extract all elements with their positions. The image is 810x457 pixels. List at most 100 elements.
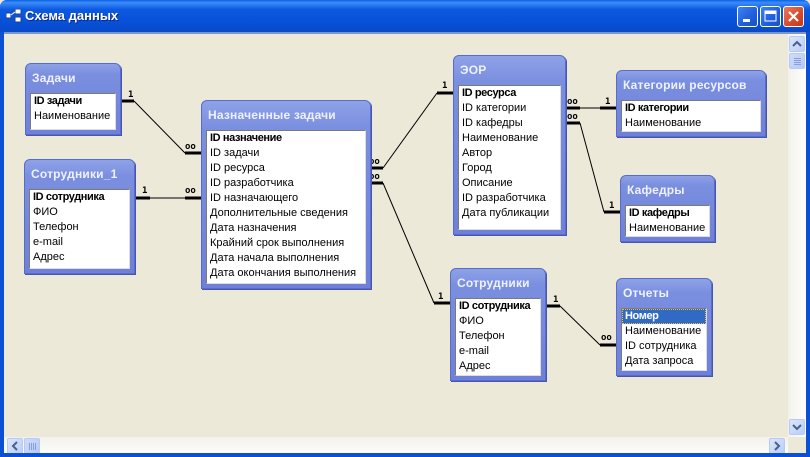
field-list[interactable]: Номер Наименование ID сотрудника Дата за… (621, 308, 707, 371)
maximize-button[interactable] (760, 6, 781, 27)
table-kafedry[interactable]: Кафедры ID кафедры Наименование (620, 175, 715, 242)
many-label: oo (185, 186, 196, 196)
scroll-up-button[interactable] (789, 36, 805, 52)
field-item[interactable]: Наименование (625, 117, 702, 129)
relationships-icon (6, 9, 22, 23)
diagram-canvas[interactable]: 1 oo 1 oo oo oo 1 1 oo oo 1 1 1 oo Задач… (4, 34, 788, 437)
field-item[interactable]: Описание (462, 177, 513, 189)
field-item[interactable]: ID категории (462, 102, 527, 114)
field-item[interactable]: ID разработчика (462, 192, 546, 204)
field-item[interactable]: Наименование (34, 110, 111, 122)
table-title[interactable]: Кафедры (627, 183, 685, 197)
minimize-button[interactable] (737, 6, 758, 27)
scroll-left-button[interactable] (7, 438, 23, 453)
one-label: 1 (128, 90, 134, 100)
field-item[interactable]: Дополнительные сведения (210, 207, 348, 219)
table-sotrudniki-1[interactable]: Сотрудники_1 ID сотрудника ФИО Телефон e… (24, 159, 135, 274)
field-item[interactable]: ID категории (625, 102, 689, 114)
field-item[interactable]: Адрес (33, 251, 65, 263)
field-item[interactable]: ID сотрудника (33, 191, 105, 203)
field-item[interactable]: Крайний срок выполнения (210, 237, 345, 249)
table-title[interactable]: Отчеты (623, 286, 670, 300)
field-item[interactable]: ID сотрудника (459, 300, 531, 312)
field-item[interactable]: ID кафедры (462, 117, 523, 129)
field-item[interactable]: e-mail (33, 236, 63, 248)
many-label: oo (185, 142, 196, 152)
field-item[interactable]: Наименование (629, 222, 706, 234)
chevron-down-icon (792, 424, 802, 431)
relationship-naznach-eor[interactable] (367, 91, 453, 170)
scroll-down-button[interactable] (789, 419, 805, 435)
field-item[interactable]: ID назначение (210, 132, 282, 144)
many-label: oo (601, 333, 612, 343)
field-list[interactable]: ID категории Наименование (621, 100, 761, 132)
field-item[interactable]: ID назначающего (210, 192, 299, 204)
one-label: 1 (605, 97, 611, 107)
table-title[interactable]: Категории ресурсов (623, 78, 747, 92)
field-item[interactable]: Телефон (33, 221, 79, 233)
field-list[interactable]: ID кафедры Наименование (625, 205, 710, 237)
many-label: oo (369, 157, 380, 167)
table-sotrudniki[interactable]: Сотрудники ID сотрудника ФИО Телефон e-m… (450, 268, 546, 381)
table-title[interactable]: Назначенные задачи (208, 108, 336, 122)
table-title[interactable]: Сотрудники_1 (31, 167, 118, 181)
field-item[interactable]: ID сотрудника (625, 340, 697, 352)
one-label: 1 (609, 201, 615, 211)
field-item[interactable]: ID задачи (34, 95, 82, 107)
close-icon (788, 11, 799, 22)
relationship-naznach-sotrudniki[interactable] (367, 181, 450, 305)
field-item[interactable]: e-mail (459, 345, 489, 357)
many-label: oo (567, 112, 578, 122)
table-otchety[interactable]: Отчеты Номер Наименование ID сотрудника … (616, 278, 712, 376)
field-list[interactable]: ID задачи Наименование (30, 93, 116, 130)
table-eor[interactable]: ЭОР ID ресурса ID категории ID кафедры Н… (453, 55, 566, 235)
table-title[interactable]: ЭОР (460, 63, 487, 77)
horizontal-scroll-thumb[interactable] (24, 438, 40, 453)
diagram-area[interactable]: 1 oo 1 oo oo oo 1 1 oo oo 1 1 1 oo Задач… (4, 32, 806, 453)
field-item[interactable]: ID разработчика (210, 177, 294, 189)
field-item[interactable]: Телефон (459, 330, 505, 342)
minimize-icon (743, 19, 750, 22)
title-bar[interactable]: Схема данных (0, 0, 810, 32)
scrollbar-corner (788, 437, 806, 453)
maximize-icon (764, 10, 777, 22)
field-item[interactable]: Наименование (462, 132, 539, 144)
table-title[interactable]: Сотрудники (457, 276, 530, 290)
scroll-right-button[interactable] (769, 438, 785, 453)
field-list[interactable]: ID ресурса ID категории ID кафедры Наиме… (458, 85, 561, 230)
field-list[interactable]: ID сотрудника ФИО Телефон e-mail Адрес (455, 298, 541, 376)
field-list[interactable]: ID назначение ID задачи ID ресурса ID ра… (206, 130, 366, 284)
field-item[interactable]: Наименование (625, 325, 702, 337)
chevron-left-icon (11, 441, 18, 451)
table-zadachi[interactable]: Задачи ID задачи Наименование (25, 63, 121, 135)
table-naznachennye-zadachi[interactable]: Назначенные задачи ID назначение ID зада… (201, 100, 371, 289)
field-item[interactable]: ID задачи (210, 147, 260, 159)
chevron-right-icon (774, 441, 781, 451)
field-item[interactable]: ФИО (459, 315, 484, 327)
one-label: 1 (553, 295, 559, 305)
field-item[interactable]: Дата окончания выполнения (210, 267, 357, 279)
horizontal-scrollbar[interactable] (4, 437, 788, 453)
field-item[interactable]: ID ресурса (210, 162, 265, 174)
close-button[interactable] (783, 6, 804, 27)
field-item[interactable]: Адрес (459, 360, 491, 372)
one-label: 1 (142, 186, 148, 196)
one-label: 1 (438, 292, 444, 302)
table-kategorii-resursov[interactable]: Категории ресурсов ID категории Наименов… (616, 70, 766, 137)
relationship-eor-kafedry[interactable] (565, 121, 620, 214)
field-item[interactable]: Дата назначения (210, 222, 297, 234)
chevron-up-icon (792, 40, 802, 47)
vertical-scroll-thumb[interactable] (789, 53, 805, 69)
field-item[interactable]: ID кафедры (629, 207, 690, 219)
field-item[interactable]: Дата запроса (625, 355, 694, 367)
table-title[interactable]: Задачи (32, 71, 76, 85)
field-list[interactable]: ID сотрудника ФИО Телефон e-mail Адрес (29, 189, 130, 269)
field-item[interactable]: Автор (462, 147, 493, 159)
field-item[interactable]: ID ресурса (462, 87, 516, 99)
field-item[interactable]: Город (462, 162, 492, 174)
field-item[interactable]: ФИО (33, 206, 58, 218)
field-item-selected[interactable]: Номер (622, 309, 706, 324)
vertical-scrollbar[interactable] (788, 34, 806, 437)
field-item[interactable]: Дата начала выполнения (210, 252, 340, 264)
field-item[interactable]: Дата публикации (462, 207, 550, 219)
